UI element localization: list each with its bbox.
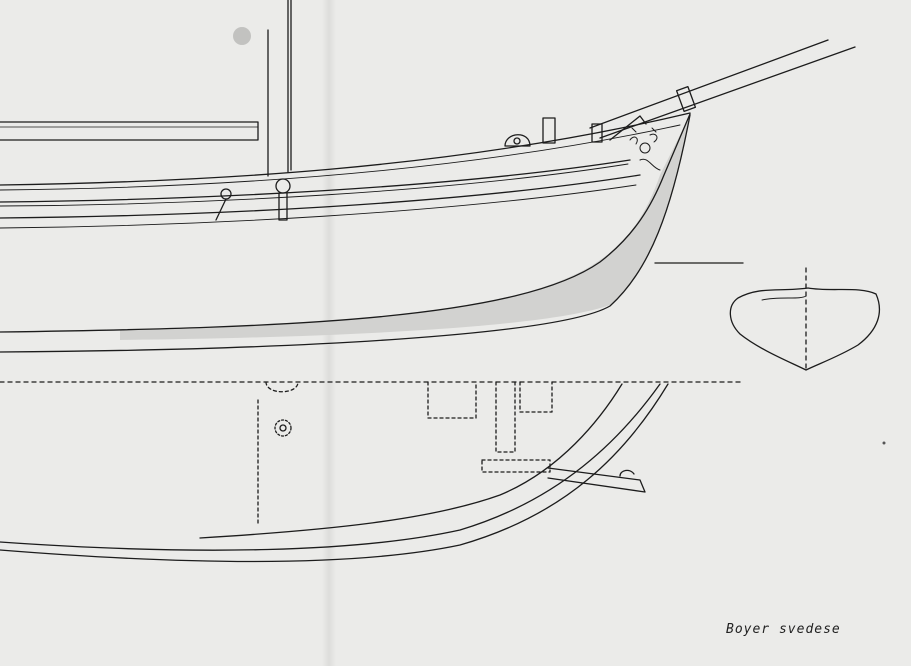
rail-top bbox=[0, 124, 681, 191]
bowsprit-bitt bbox=[609, 115, 647, 141]
wale-middle bbox=[0, 163, 629, 207]
plan-outer-line bbox=[0, 383, 661, 551]
hull-shading bbox=[120, 115, 690, 340]
midship-section bbox=[654, 262, 881, 373]
windlass-hub bbox=[513, 137, 521, 145]
bowsprit-cap-plan bbox=[619, 469, 635, 477]
cabin-outline bbox=[0, 121, 259, 141]
sheer-line bbox=[0, 112, 691, 186]
wale-lower bbox=[0, 174, 641, 219]
bitt-plan bbox=[495, 381, 516, 453]
drawing-caption: Boyer svedese bbox=[726, 622, 841, 637]
keel-stem-outer bbox=[0, 114, 691, 353]
paper-stain bbox=[233, 27, 251, 45]
half-breadth-plan bbox=[0, 381, 741, 563]
stem-carving bbox=[629, 127, 661, 171]
knighthead-plan bbox=[481, 459, 551, 473]
windlass bbox=[504, 134, 531, 147]
plan-outer-line-2 bbox=[0, 383, 669, 563]
hull-bottom-curve bbox=[0, 113, 691, 333]
rub-rail bbox=[0, 184, 637, 229]
side-elevation bbox=[0, 0, 856, 353]
samson-post-plan bbox=[519, 381, 553, 413]
paper-dot bbox=[882, 441, 886, 445]
windlass-plan bbox=[427, 381, 477, 419]
section-outline bbox=[729, 287, 881, 371]
hatch-ring-inner bbox=[279, 424, 287, 432]
mast-step-outline bbox=[265, 381, 299, 393]
ring-bolts bbox=[215, 178, 291, 221]
bowsprit-cap bbox=[675, 85, 697, 113]
mast bbox=[267, 0, 292, 177]
plan-inner-line bbox=[199, 383, 623, 539]
section-deck-line bbox=[761, 295, 807, 301]
hatch-ring-outer bbox=[274, 419, 292, 437]
bowsprit bbox=[589, 39, 856, 139]
wale-upper bbox=[0, 159, 631, 203]
samson-post bbox=[591, 123, 603, 143]
bitt-post bbox=[542, 117, 556, 144]
